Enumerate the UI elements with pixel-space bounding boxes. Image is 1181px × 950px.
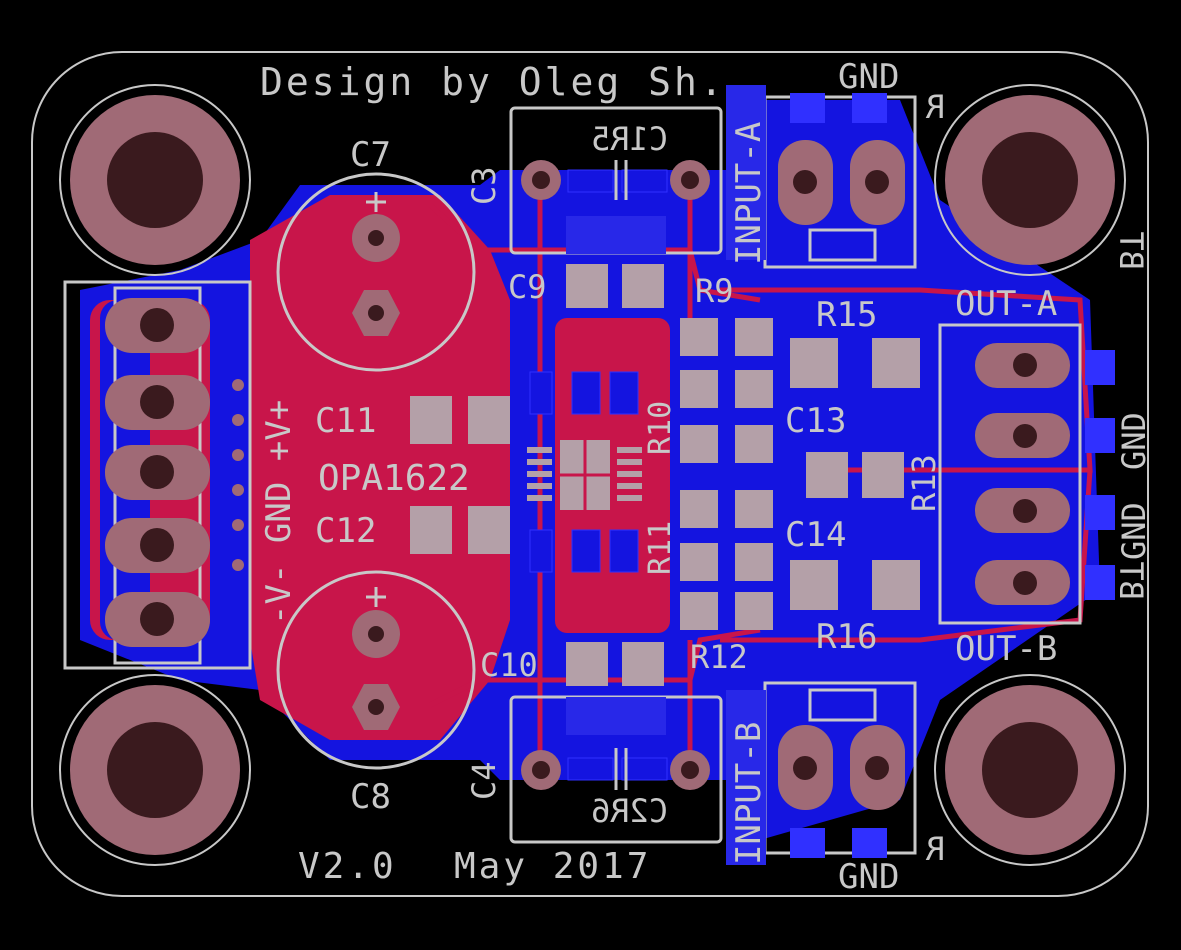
- label-input-a: INPUT-A: [729, 122, 769, 265]
- label-out-a: OUT-A: [955, 284, 1057, 324]
- label-gnd-bottom: GND: [838, 857, 899, 897]
- label-c7: C7: [350, 135, 391, 175]
- power-connector-pins: [105, 298, 210, 647]
- label-power: -V- GND +V+: [259, 400, 299, 625]
- capacitor-c8: [276, 570, 476, 770]
- capacitor-c12-pads: [410, 506, 510, 554]
- output-connector-outline: [938, 323, 1082, 625]
- top-copper-power-left: [250, 195, 510, 740]
- credit-text: Design by Oleg Sh.: [260, 60, 726, 104]
- label-r16: R16: [816, 617, 877, 657]
- resistor-pads: [680, 318, 920, 630]
- label-bt-bottom: BT: [1112, 561, 1150, 600]
- capacitor-c11-pads: [410, 396, 510, 444]
- input-b-connector-pins: [726, 688, 905, 865]
- capacitor-c10-pads: [566, 642, 664, 686]
- label-r-bottom: R: [925, 830, 945, 868]
- label-c1r5: C1R5: [591, 120, 668, 158]
- mounting-hole-top-left: [59, 84, 251, 276]
- mounting-hole-bottom-left: [59, 674, 251, 866]
- label-c14: C14: [785, 515, 846, 555]
- label-out-b: OUT-B: [955, 629, 1057, 669]
- label-r10: R10: [643, 401, 678, 455]
- label-r15: R15: [816, 295, 877, 335]
- output-connector-pins: [975, 343, 1115, 605]
- label-c11: C11: [315, 401, 376, 441]
- label-input-b: INPUT-B: [729, 722, 769, 865]
- power-connector-outline: [63, 280, 252, 670]
- label-c8: C8: [350, 777, 391, 817]
- label-c9: C9: [508, 268, 547, 306]
- version-text: V2.0: [298, 846, 397, 887]
- date-text: May 2017: [454, 846, 651, 887]
- label-gnd-right-1: GND: [1115, 412, 1153, 470]
- mounting-hole-top-right: [934, 84, 1126, 276]
- capacitor-c7: [276, 172, 476, 372]
- ic-opa1622: [527, 371, 642, 573]
- label-gnd-right-2: GND: [1115, 502, 1153, 560]
- label-r-top: R: [925, 88, 945, 126]
- label-r9: R9: [695, 272, 734, 310]
- label-c4: C4: [465, 761, 503, 800]
- mounting-hole-bottom-right: [934, 674, 1126, 866]
- capacitor-c9-pads: [566, 264, 664, 308]
- label-c2r6: C2R6: [591, 792, 668, 830]
- label-r11: R11: [643, 521, 678, 575]
- input-a-caps: [521, 160, 710, 254]
- input-b-caps: [521, 697, 710, 790]
- board-outline: [31, 51, 1149, 897]
- via-column: [232, 379, 244, 571]
- label-r13: R13: [905, 454, 943, 512]
- label-c13: C13: [785, 401, 846, 441]
- label-c3: C3: [465, 166, 503, 205]
- label-c10: C10: [480, 646, 538, 684]
- label-c12: C12: [315, 511, 376, 551]
- input-a-connector-pins: [726, 85, 905, 262]
- label-ic: OPA1622: [318, 458, 470, 499]
- label-gnd-top: GND: [838, 57, 899, 97]
- label-bt-top: BT: [1112, 231, 1150, 270]
- label-r12: R12: [690, 638, 748, 676]
